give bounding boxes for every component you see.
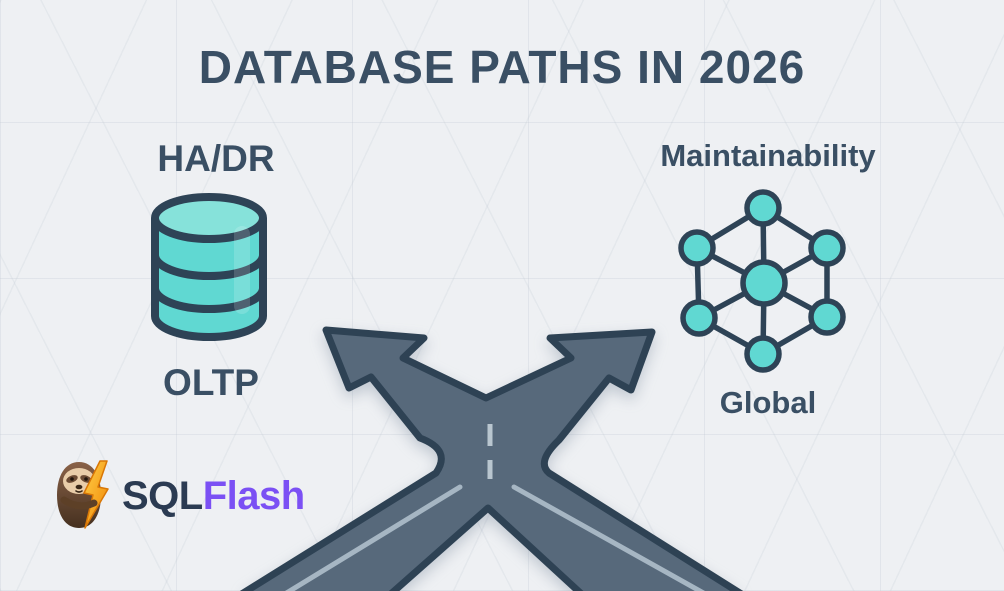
label-maintainability: Maintainability: [660, 138, 876, 173]
label-global: Global: [719, 385, 817, 420]
label-hadr: HA/DR: [157, 138, 275, 179]
brand-wordmark: SQLFlash: [122, 458, 305, 534]
road-lane-lines: [284, 484, 706, 591]
sloth-arm: [60, 496, 98, 510]
brand-name-primary: SQL: [122, 474, 203, 518]
sloth-nose: [75, 484, 83, 490]
lightning-bolt-icon: [83, 460, 109, 529]
network-icon: [678, 189, 846, 373]
network-nodes: [678, 189, 846, 373]
sloth-mouth: [75, 490, 83, 493]
sloth-eye: [70, 477, 74, 481]
page-title: DATABASE PATHS IN 2026: [198, 41, 806, 93]
label-oltp: OLTP: [163, 362, 259, 403]
brand-logo: SQLFlash: [52, 458, 305, 534]
sloth-eye: [84, 477, 88, 481]
database-icon: [151, 193, 267, 341]
database-highlight: [234, 226, 250, 314]
sloth-lightning-logo: [57, 460, 109, 529]
brand-name-secondary: Flash: [202, 474, 305, 518]
